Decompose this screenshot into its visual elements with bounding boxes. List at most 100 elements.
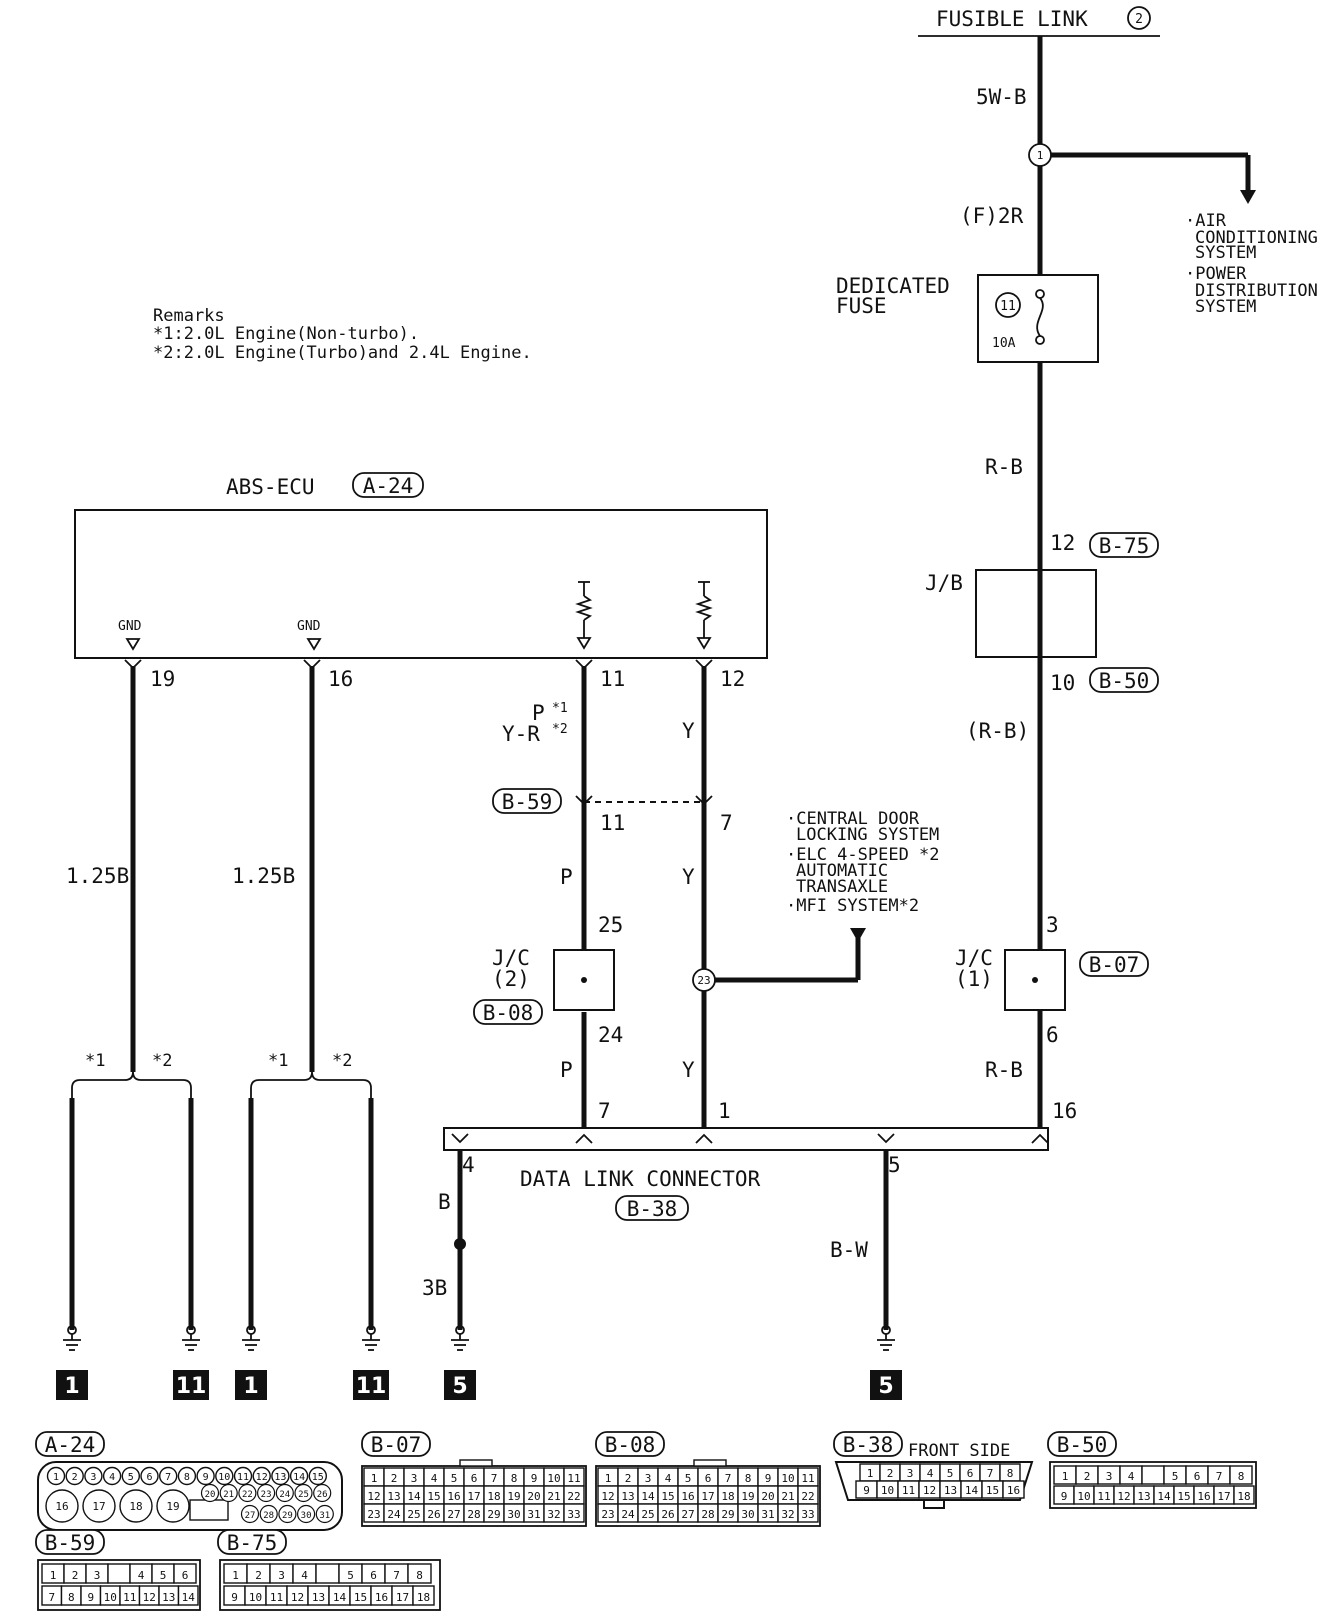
svg-text:CONDITIONING: CONDITIONING bbox=[1195, 228, 1318, 248]
pin-number: 12 bbox=[291, 1591, 304, 1604]
pin-number: 19 bbox=[507, 1490, 520, 1503]
pin-number: 13 bbox=[274, 1472, 286, 1483]
wire-label-y-2: Y bbox=[682, 865, 695, 889]
pin-circle bbox=[289, 1466, 309, 1486]
ground-star-1a: *1 bbox=[85, 1051, 105, 1071]
pin-circle bbox=[102, 1466, 122, 1486]
wire-label-3b: 3B bbox=[422, 1276, 447, 1300]
pin-number: 4 bbox=[301, 1569, 308, 1582]
pin-number: 32 bbox=[547, 1508, 560, 1521]
pin-number: 1 bbox=[50, 1569, 57, 1582]
svg-text:·ELC 4-SPEED *2: ·ELC 4-SPEED *2 bbox=[786, 845, 940, 865]
ecu-gnd-label-1: GND bbox=[118, 619, 142, 634]
pin-number: 15 bbox=[986, 1484, 999, 1497]
pin-number: 26 bbox=[317, 1490, 328, 1500]
pin-number: 12 bbox=[367, 1490, 380, 1503]
pin-number: 10 bbox=[218, 1472, 230, 1483]
conn-view-b50-tag bbox=[1047, 1431, 1117, 1457]
pin-cell bbox=[563, 1503, 585, 1523]
pin-circle bbox=[259, 1504, 278, 1524]
pin-number: 2 bbox=[391, 1472, 398, 1485]
pin-number: 8 bbox=[416, 1569, 423, 1582]
jc1-pin-6: 6 bbox=[1046, 1023, 1059, 1047]
svg-text:SYSTEM: SYSTEM bbox=[1195, 243, 1256, 263]
pin-circle bbox=[240, 1504, 260, 1524]
pin-cell bbox=[1229, 1465, 1253, 1485]
pin-number: 8 bbox=[745, 1472, 752, 1485]
pin-number: 6 bbox=[370, 1569, 377, 1582]
pin-number: 14 bbox=[965, 1484, 979, 1497]
pin-number: 10 bbox=[1077, 1490, 1090, 1503]
conn-view-b07-tag bbox=[361, 1431, 431, 1457]
dlc-pin-5: 5 bbox=[888, 1153, 901, 1177]
svg-text:SYSTEM: SYSTEM bbox=[1195, 297, 1256, 317]
pin-number: 5 bbox=[947, 1467, 954, 1480]
pin-number: 9 bbox=[863, 1484, 870, 1497]
pin-number: 8 bbox=[1007, 1467, 1014, 1480]
jc2-pin-25: 25 bbox=[598, 913, 623, 937]
joint-connector-2 bbox=[553, 949, 615, 1011]
pin-circle bbox=[252, 1466, 271, 1486]
pin-number: 9 bbox=[203, 1472, 209, 1483]
pin-number: 18 bbox=[721, 1490, 734, 1503]
dlc-pin-7: 7 bbox=[598, 1099, 611, 1123]
pin-number: 15 bbox=[1177, 1490, 1190, 1503]
pin-number: 30 bbox=[741, 1508, 754, 1521]
pin-number: 22 bbox=[801, 1490, 814, 1503]
pin-number: 15 bbox=[427, 1490, 440, 1503]
pin-number: 2 bbox=[72, 1569, 79, 1582]
pin-number: 26 bbox=[661, 1508, 674, 1521]
pin-circle bbox=[275, 1483, 294, 1503]
jc1-connector: B-07 bbox=[1089, 953, 1140, 977]
pin-number: 6 bbox=[471, 1472, 478, 1485]
pin-number: 24 bbox=[621, 1508, 635, 1521]
ecu-wires bbox=[124, 659, 713, 1130]
svg-text:·AIR: ·AIR bbox=[1185, 211, 1227, 231]
pin-number: 4 bbox=[1128, 1470, 1135, 1483]
pin-number: 16 bbox=[375, 1591, 388, 1604]
ecu-pin-12: 12 bbox=[720, 667, 745, 691]
svg-text:5: 5 bbox=[452, 1374, 467, 1399]
pin-number: 25 bbox=[298, 1490, 309, 1500]
ecu-resistor-12 bbox=[695, 581, 713, 650]
conn-view-a24-label: A-24 bbox=[45, 1433, 96, 1457]
pin-number: 33 bbox=[567, 1508, 580, 1521]
pin-number: 8 bbox=[68, 1591, 75, 1604]
ecu-gnd-symbol-1 bbox=[125, 638, 141, 651]
pin-number: 16 bbox=[1007, 1484, 1020, 1497]
conn-view-b07-label: B-07 bbox=[371, 1433, 422, 1457]
dlc-connector: B-38 bbox=[627, 1197, 678, 1221]
pin-number: 9 bbox=[1061, 1490, 1068, 1503]
pin-number: 7 bbox=[48, 1591, 55, 1604]
wire-label-y-3: Y bbox=[682, 1058, 695, 1082]
pin-cell bbox=[177, 1585, 199, 1606]
pin-number: 22 bbox=[242, 1490, 253, 1500]
ground-symbols bbox=[63, 1325, 895, 1351]
pin-number: 11 bbox=[567, 1472, 580, 1485]
b59-pin-7: 7 bbox=[720, 811, 733, 835]
wire-label-1-25b-1: 1.25B bbox=[66, 864, 129, 888]
pin-number: 1 bbox=[605, 1472, 612, 1485]
splice-1 bbox=[1028, 143, 1052, 167]
pin-number: 9 bbox=[231, 1591, 238, 1604]
pin-number: 31 bbox=[761, 1508, 774, 1521]
jc2-pin-24: 24 bbox=[598, 1023, 623, 1047]
pin-cell bbox=[412, 1585, 435, 1606]
fuse-label-2: FUSE bbox=[836, 294, 887, 318]
jc2-label-2: (2) bbox=[492, 967, 530, 991]
pin-cell bbox=[1233, 1485, 1255, 1505]
pin-circle bbox=[45, 1489, 79, 1523]
pin-cell bbox=[315, 1563, 340, 1584]
pin-circle bbox=[46, 1466, 66, 1486]
wire-label-b: B bbox=[438, 1190, 451, 1214]
data-link-connector bbox=[443, 1127, 1049, 1151]
pin-number: 3 bbox=[411, 1472, 418, 1485]
pin-number: 14 bbox=[293, 1472, 305, 1483]
pin-number: 2 bbox=[887, 1467, 894, 1480]
pin-number: 28 bbox=[467, 1508, 480, 1521]
pin-number: 1 bbox=[232, 1569, 239, 1582]
pin-number: 10 bbox=[249, 1591, 262, 1604]
